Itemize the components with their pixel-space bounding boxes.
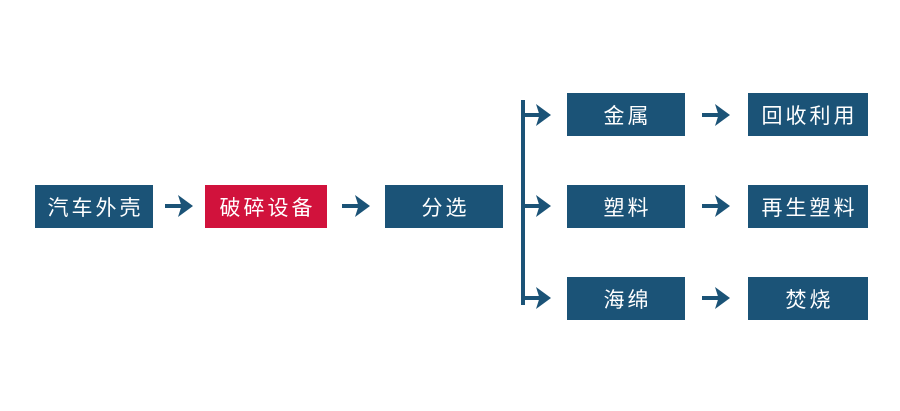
- arrow-right-icon: [702, 104, 730, 126]
- node-incineration: 焚烧: [748, 277, 868, 320]
- arrow-right-icon: [523, 287, 551, 309]
- node-plastic: 塑料: [567, 185, 685, 228]
- node-sponge: 海绵: [567, 277, 685, 320]
- node-car-shell: 汽车外壳: [35, 185, 153, 228]
- arrow-right-icon: [702, 287, 730, 309]
- arrow-right-icon: [523, 195, 551, 217]
- arrow-right-icon: [702, 195, 730, 217]
- node-sorting: 分选: [385, 185, 503, 228]
- node-recycled-plastic: 再生塑料: [748, 185, 868, 228]
- arrow-right-icon: [165, 195, 193, 217]
- arrow-right-icon: [342, 195, 370, 217]
- node-crushing-equipment: 破碎设备: [205, 185, 327, 228]
- branch-connector-line: [521, 100, 525, 305]
- arrow-right-icon: [523, 104, 551, 126]
- node-metal: 金属: [567, 93, 685, 136]
- node-recycling: 回收利用: [748, 93, 868, 136]
